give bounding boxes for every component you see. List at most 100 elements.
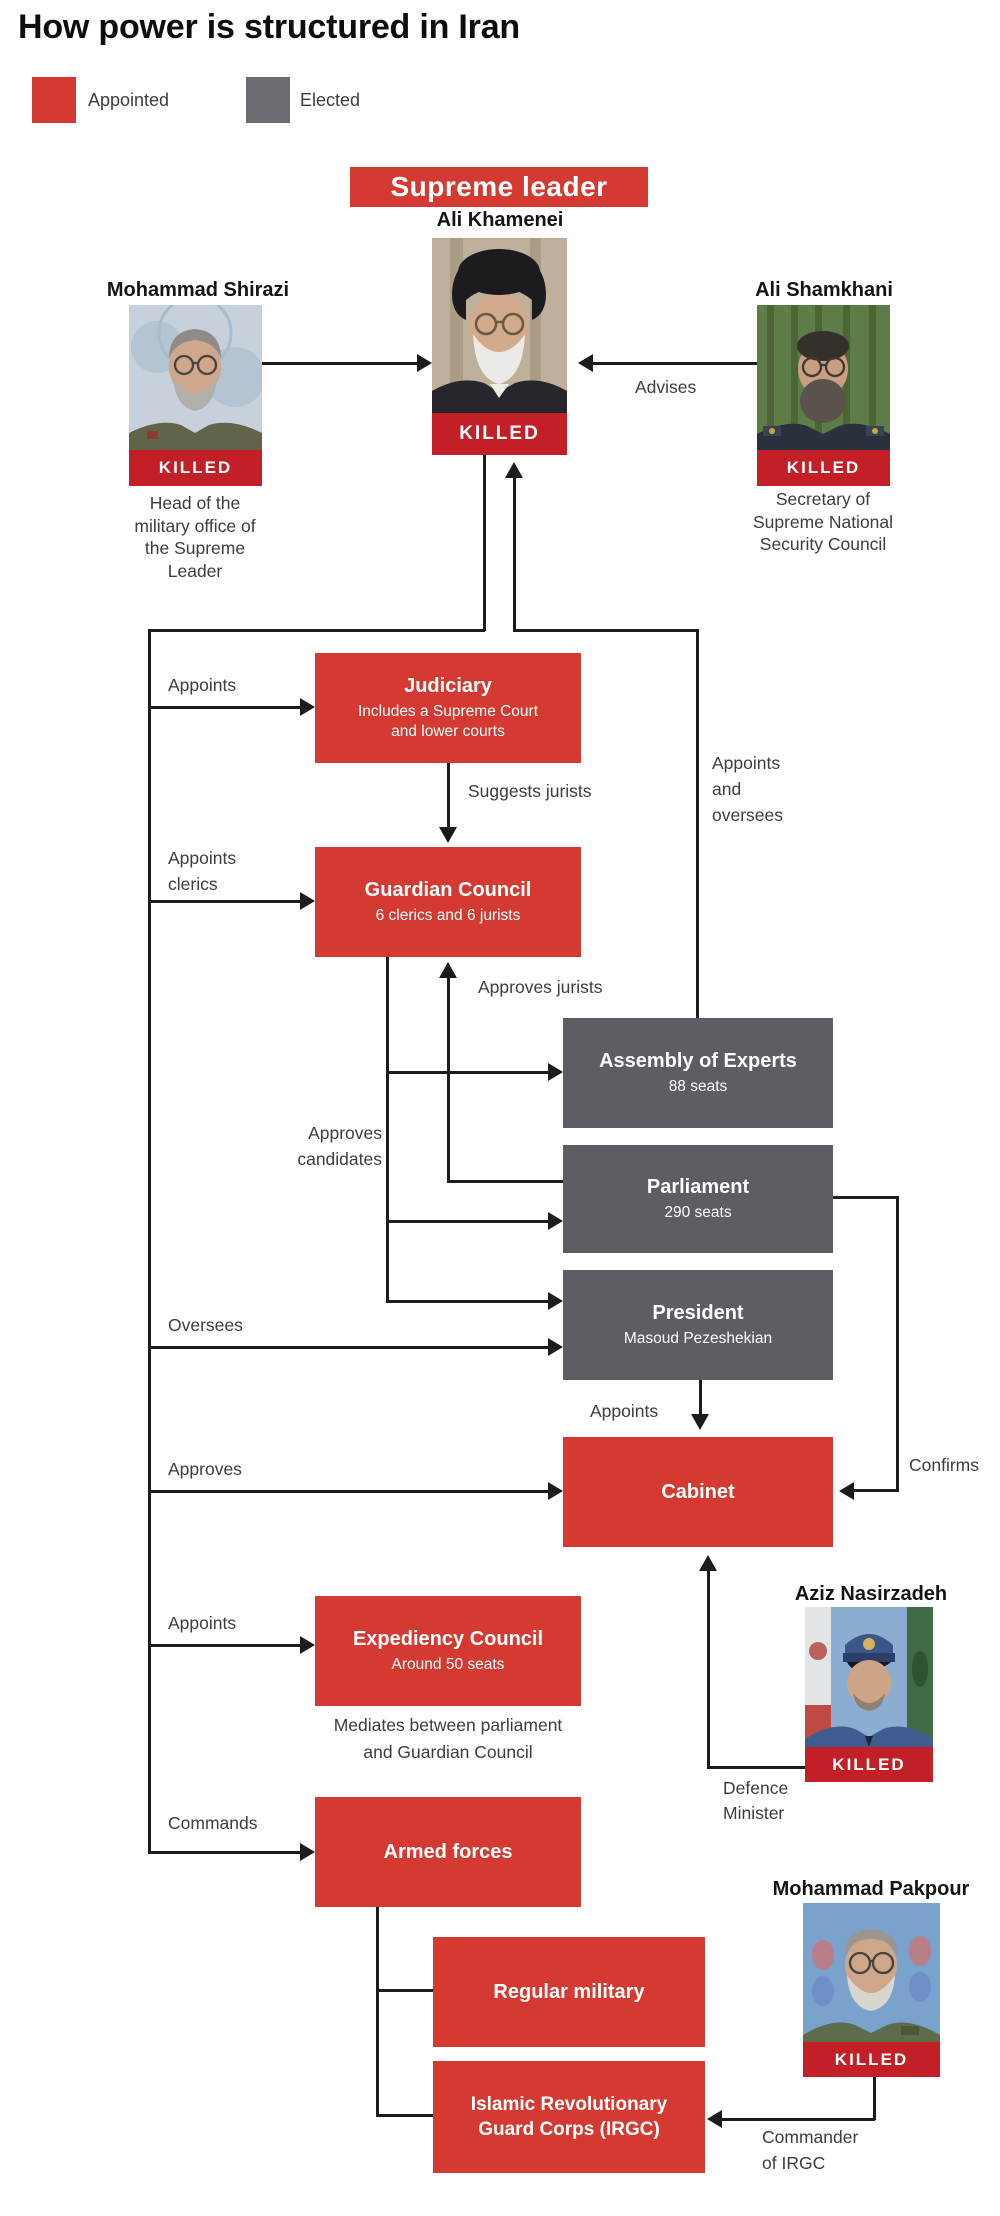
arrowhead-approves-candidates-president	[548, 1292, 563, 1310]
connector-assembly-up-1	[513, 478, 516, 631]
arrowhead-commands-armed-forces	[300, 1843, 315, 1861]
edge-label-advises: Advises	[635, 377, 697, 397]
arrowhead-shamkhani-to-khamenei	[578, 354, 593, 372]
connector-approves-candidates-president	[386, 1300, 548, 1303]
connector-appoints-judiciary	[148, 706, 300, 709]
supreme-leader-banner: Supreme leader	[350, 167, 648, 207]
connector-shamkhani-to-khamenei	[593, 362, 757, 365]
photo-shirazi: KILLED	[129, 305, 262, 486]
arrowhead-confirms	[839, 1482, 854, 1500]
connector-shirazi-to-khamenei	[262, 362, 417, 365]
connector-president-cabinet	[699, 1380, 702, 1416]
arrowhead-appoints-judiciary	[300, 698, 315, 716]
arrowhead-approves-candidates-parliament	[548, 1212, 563, 1230]
killed-banner-khamenei: KILLED	[432, 413, 567, 455]
edge-label-suggests-jurists: Suggests jurists	[468, 781, 592, 801]
node-irgc: Islamic Revolutionary Guard Corps (IRGC)	[433, 2061, 705, 2173]
node-cabinet: Cabinet	[563, 1437, 833, 1547]
person-name-pakpour: Mohammad Pakpour	[772, 1878, 970, 1900]
edge-label-commander-irgc: Commander of IRGC	[762, 2127, 859, 2173]
node-armed-forces-title: Armed forces	[383, 1840, 513, 1863]
edge-label-appoints-judiciary: Appoints	[168, 675, 237, 695]
arrowhead-approves-cabinet	[548, 1482, 563, 1500]
khamenei-portrait	[432, 238, 567, 413]
node-regular-military-title: Regular military	[493, 1980, 645, 2003]
connector-approves-jurists-h	[447, 1180, 563, 1183]
edge-label-appoints-expediency: Appoints	[168, 1613, 237, 1633]
legend-appointed-label: Appointed	[88, 90, 170, 110]
connector-confirms-3	[854, 1489, 899, 1492]
node-regular-military: Regular military	[433, 1937, 705, 2047]
connector-oversees-president	[148, 1346, 548, 1349]
connector-approves-candidates-trunk	[386, 957, 389, 1303]
person-name-shirazi: Mohammad Shirazi	[106, 279, 290, 301]
edge-label-appoints-clerics: Appoints clerics	[168, 848, 237, 894]
connector-confirms-1	[833, 1196, 899, 1199]
arrowhead-suggests-jurists	[439, 827, 457, 843]
note-expediency-council: Mediates between parliament and Guardian…	[333, 1715, 563, 1762]
legend-elected-label: Elected	[300, 90, 361, 110]
node-assembly-title: Assembly of Experts	[599, 1050, 797, 1072]
node-expediency-title: Expediency Council	[352, 1628, 544, 1650]
photo-pakpour: KILLED	[803, 1903, 940, 2077]
node-parliament-title: Parliament	[646, 1176, 750, 1198]
photo-shamkhani: KILLED	[757, 305, 890, 486]
node-judiciary: Judiciary Includes a Supreme Court and l…	[315, 653, 581, 763]
arrowhead-appoints-expediency	[300, 1636, 315, 1654]
connector-armed-forces-trunk	[376, 1907, 379, 2117]
node-expediency-council: Expediency Council Around 50 seats	[315, 1596, 581, 1706]
node-assembly-subtitle: 88 seats	[668, 1078, 728, 1095]
edge-label-confirms: Confirms	[909, 1455, 980, 1475]
photo-khamenei: KILLED	[432, 238, 567, 455]
arrowhead-oversees-president	[548, 1338, 563, 1356]
connector-armed-regular	[376, 1989, 433, 1992]
connector-khamenei-down	[483, 455, 486, 631]
connector-confirms-2	[896, 1196, 899, 1491]
killed-banner-nasirzadeh: KILLED	[805, 1747, 933, 1782]
connector-suggests-jurists	[447, 763, 450, 827]
arrowhead-approves-jurists	[439, 962, 457, 978]
person-name-nasirzadeh: Aziz Nasirzadeh	[794, 1583, 948, 1605]
killed-banner-pakpour: KILLED	[803, 2042, 940, 2077]
connector-defence-cabinet-h	[707, 1766, 807, 1769]
arrowhead-defence-cabinet	[699, 1555, 717, 1571]
connector-armed-irgc	[376, 2114, 433, 2117]
connector-defence-cabinet-v	[707, 1571, 710, 1768]
node-armed-forces: Armed forces	[315, 1797, 581, 1907]
node-guardian-council-subtitle: 6 clerics and 6 jurists	[375, 907, 521, 924]
node-irgc-title: Islamic Revolutionary Guard Corps (IRGC)	[470, 2094, 668, 2140]
connector-approves-cabinet	[148, 1490, 548, 1493]
arrowhead-president-cabinet	[691, 1414, 709, 1430]
edge-label-approves-jurists: Approves jurists	[478, 977, 603, 997]
node-assembly-of-experts: Assembly of Experts 88 seats	[563, 1018, 833, 1128]
node-judiciary-subtitle: Includes a Supreme Court and lower court…	[357, 703, 539, 740]
killed-banner-shirazi: KILLED	[129, 450, 262, 486]
person-name-shamkhani: Ali Shamkhani	[755, 279, 893, 301]
caption-nasirzadeh: Defence Minister	[723, 1778, 789, 1823]
caption-shirazi: Head of the military office of the Supre…	[134, 493, 256, 581]
connector-commands-armed-forces	[148, 1851, 300, 1854]
killed-banner-shamkhani: KILLED	[757, 450, 890, 486]
arrowhead-appoints-clerics	[300, 892, 315, 910]
connector-pakpour-irgc-h	[722, 2118, 875, 2121]
node-guardian-council-title: Guardian Council	[364, 879, 532, 901]
nasirzadeh-portrait	[805, 1607, 933, 1747]
shirazi-portrait	[129, 305, 262, 450]
pakpour-portrait	[803, 1903, 940, 2042]
connector-supreme-leader-spine	[148, 629, 151, 1853]
connector-pakpour-irgc-v	[873, 2077, 876, 2120]
connector-approves-candidates-parliament	[386, 1220, 548, 1223]
connector-approves-candidates-assembly	[386, 1071, 548, 1074]
caption-shamkhani: Secretary of Supreme National Security C…	[752, 489, 894, 554]
node-cabinet-title: Cabinet	[661, 1480, 735, 1503]
connector-assembly-up-2	[513, 629, 699, 632]
arrowhead-approves-candidates-assembly	[548, 1063, 563, 1081]
edge-label-appoints-cabinet: Appoints	[590, 1401, 659, 1421]
edge-label-oversees: Oversees	[168, 1315, 243, 1335]
node-parliament: Parliament 290 seats	[563, 1145, 833, 1253]
connector-appoints-clerics	[148, 900, 300, 903]
page-title: How power is structured in Iran	[18, 8, 520, 46]
node-president: President Masoud Pezeshekian	[563, 1270, 833, 1380]
shamkhani-portrait	[757, 305, 890, 450]
